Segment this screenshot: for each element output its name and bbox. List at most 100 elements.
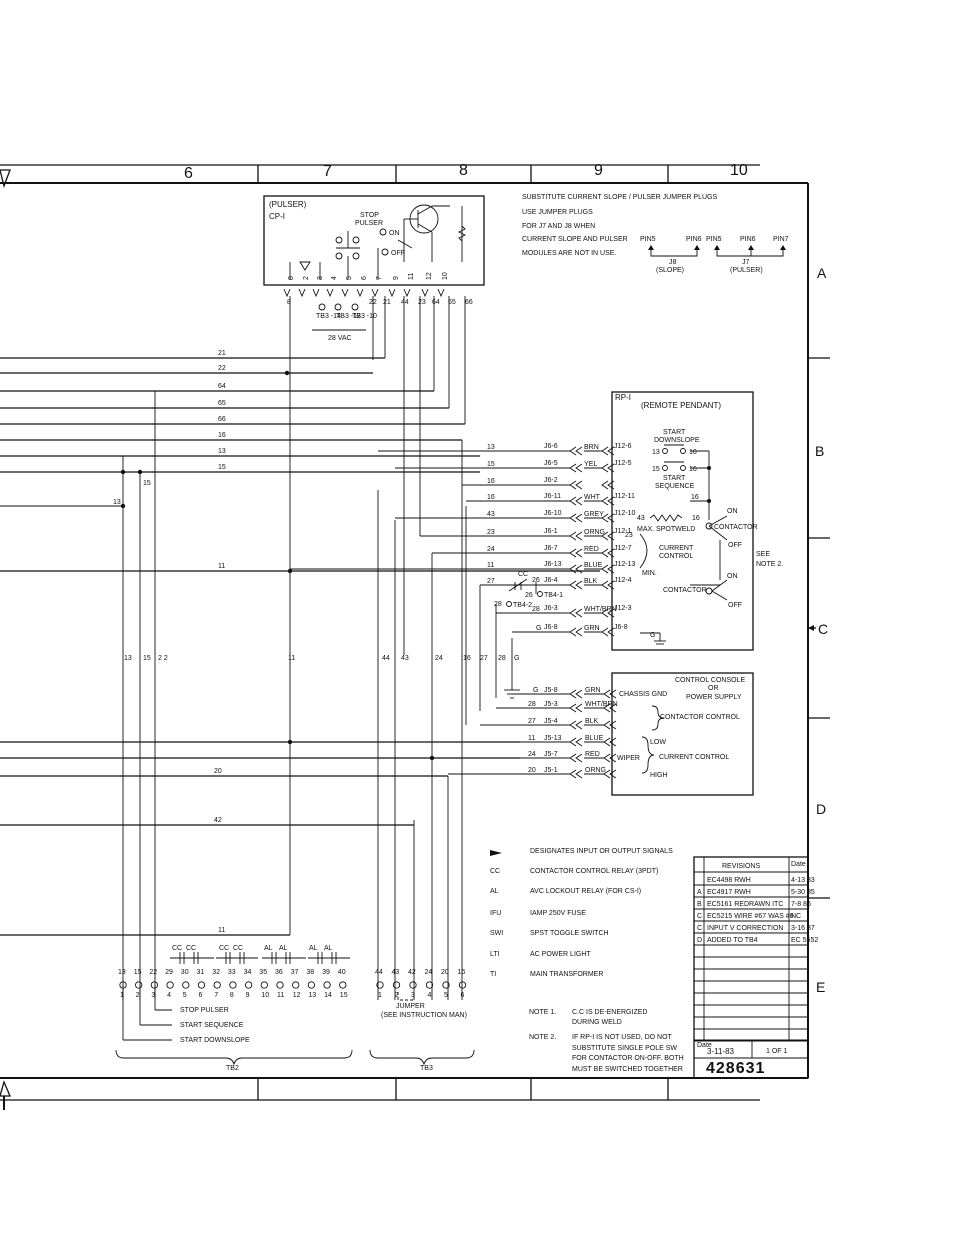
connector-chevron	[607, 627, 615, 637]
connector-chevron	[575, 480, 583, 490]
j6-pin-label: J6-3	[544, 605, 558, 612]
pin-chevron	[437, 288, 445, 298]
bus-wire-label: 42	[214, 817, 222, 824]
j5-wire-label: 24	[528, 751, 536, 758]
vlabel-27: 27	[480, 655, 488, 662]
row-label-b: B	[815, 443, 824, 459]
j6-pin-label: J6-1	[544, 528, 558, 535]
j6-color-label: ORNG	[584, 529, 605, 536]
bus-wire-label: 16	[218, 432, 226, 439]
j12-pin-label: J12-6	[614, 443, 632, 450]
drawing-number: 428631	[706, 1060, 765, 1077]
pulser-pin: 9	[393, 276, 400, 280]
pulser-wire-65: 65	[448, 299, 456, 306]
tb2-al-3: AL	[309, 945, 318, 952]
j6-wire-label: 28	[532, 606, 540, 613]
column-label-6: 6	[184, 165, 193, 182]
connector-chevron	[601, 463, 609, 473]
tb3-terminal-number: 4	[428, 992, 432, 999]
tb2-al-4: AL	[324, 945, 333, 952]
connector-chevron	[607, 463, 615, 473]
j6-pin-label: J6-4	[544, 577, 558, 584]
start-sequence-1: START	[663, 475, 686, 482]
j5-pin-label: J5-3	[544, 701, 558, 708]
j8-pin5-label: PIN5	[640, 236, 656, 243]
tb2-label: TB2	[226, 1065, 239, 1072]
tb2-cc-4: CC	[233, 945, 243, 952]
j6-pin-label: J6-6	[544, 443, 558, 450]
low-label: LOW	[650, 739, 666, 746]
connector-chevron	[609, 769, 617, 779]
left-wire-13: 13	[113, 499, 121, 506]
contactor-off-1: OFF	[728, 542, 742, 549]
connector-chevron	[607, 564, 615, 574]
connector-chevron	[609, 753, 617, 763]
connector-chevron	[569, 737, 577, 747]
j6-color-label: BLUE	[584, 562, 603, 569]
console-line-1: CONTROL CONSOLE	[675, 677, 745, 684]
current-control-1: CURRENT	[659, 545, 694, 552]
j6-wire-label: 15	[487, 461, 495, 468]
pulser-pin: 11	[408, 273, 415, 280]
jumper-label: JUMPER	[396, 1003, 425, 1010]
connector-chevron	[575, 463, 583, 473]
tb3-terminal-number: 3	[411, 992, 415, 999]
pulser-pin: 8	[288, 276, 295, 280]
legend-text: DESIGNATES INPUT OR OUTPUT SIGNALS	[530, 848, 673, 855]
connector-chevron	[569, 513, 577, 523]
contactor-control: CONTACTOR CONTROL	[660, 714, 740, 721]
cc-26b: 26	[525, 592, 533, 599]
tb2-terminal-number: 15	[340, 992, 348, 999]
connector-chevron	[601, 531, 609, 541]
pin-chevron	[388, 288, 396, 298]
connector-chevron	[569, 608, 577, 618]
tb2-terminal-number: 5	[183, 992, 187, 999]
pin-chevron	[356, 288, 364, 298]
revision-date: 3-16 87	[791, 925, 815, 932]
note2-line-2: SUBSTITUTE SINGLE POLE SW	[572, 1045, 677, 1052]
j7-pin6-label: PIN6	[740, 236, 756, 243]
tb3-extras: JUMPER (SEE INSTRUCTION MAN) TB3	[369, 992, 475, 1072]
pulser-off-label: OFF	[391, 250, 405, 257]
pin-chevron	[341, 288, 349, 298]
pin-chevron	[403, 288, 411, 298]
legend-code: TI	[490, 971, 496, 978]
connector-chevron	[601, 446, 609, 456]
tb3-terminal-number: 1	[378, 992, 382, 999]
legend-text: IAMP 250V FUSE	[530, 910, 586, 917]
legend-code: IFU	[490, 910, 501, 917]
tb2-terminal-number: 4	[167, 992, 171, 999]
connector-chevron	[575, 689, 583, 699]
revisions-date-col: Date	[791, 861, 806, 868]
j12-pin-label: J12-13	[614, 561, 636, 568]
j6-pin-label: J6-2	[544, 477, 558, 484]
cc-26a: 26	[532, 577, 540, 584]
connector-chevron	[575, 513, 583, 523]
pulser-pin: 7	[376, 276, 383, 280]
revision-text: EC4498 RWH	[707, 877, 751, 884]
tb2-wire-label: 31	[197, 969, 205, 976]
tb3-terminal	[442, 981, 450, 989]
legend-text: MAIN TRANSFORMER	[530, 971, 603, 978]
vlabel-28: 28	[498, 655, 506, 662]
j5-wire-label: 28	[528, 701, 536, 708]
connector-chevron	[607, 548, 615, 558]
tb2-terminal-number: 6	[199, 992, 203, 999]
tb2-wire-label: 36	[275, 969, 283, 976]
tb2-wire-label: 33	[228, 969, 236, 976]
j5-pin-label: J5-13	[544, 735, 562, 742]
start-downslope-1: START	[663, 429, 686, 436]
chassis-gnd: CHASSIS GND	[619, 691, 667, 698]
bus-wire-label: 11	[218, 927, 225, 934]
vlabel-44: 44	[382, 655, 390, 662]
j6-wire-label: 43	[487, 511, 495, 518]
pin-chevron	[298, 288, 306, 298]
j6-color-label: RED	[584, 546, 599, 553]
j6-wire-label: 13	[487, 444, 495, 451]
tb2-cc-2: CC	[186, 945, 196, 952]
j12-pin-label: J6-8	[614, 624, 628, 631]
connector-chevron	[603, 703, 611, 713]
tb2-terminal-number: 10	[261, 992, 269, 999]
